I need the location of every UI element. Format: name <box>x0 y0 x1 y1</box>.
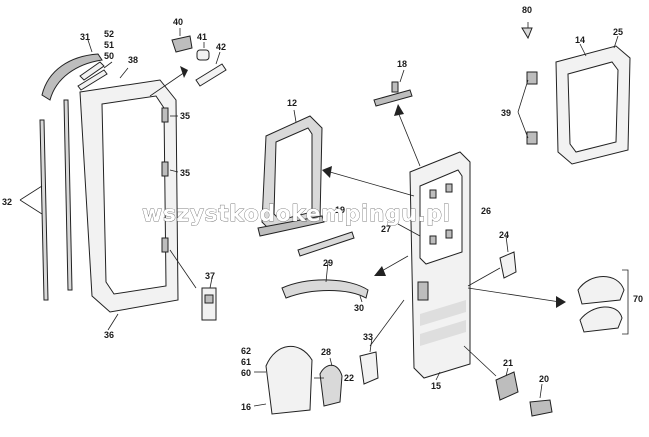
callout-39: 39 <box>501 108 511 118</box>
callout-36: 36 <box>104 330 114 340</box>
part-24-latch <box>499 251 517 279</box>
callout-40: 40 <box>173 17 183 27</box>
watermark-text: wszystkodokempingu.pl <box>142 202 451 227</box>
callout-29: 29 <box>323 258 333 268</box>
callout-35-upper: 35 <box>180 111 190 121</box>
callout-33: 33 <box>363 332 373 342</box>
callout-80: 80 <box>522 5 532 15</box>
callout-27: 27 <box>381 224 391 234</box>
part-19-rail <box>297 231 355 257</box>
part-37-lock-bracket <box>201 287 217 321</box>
callout-24: 24 <box>499 230 509 240</box>
part-40-clip <box>171 35 193 53</box>
callout-26: 26 <box>481 206 491 216</box>
callout-labels: 80 14 25 39 18 12 40 41 42 31 52 51 50 3… <box>2 5 643 412</box>
part-29-30-grab-handle <box>281 279 369 299</box>
callout-60: 60 <box>241 368 251 378</box>
leader-lines <box>87 22 629 407</box>
callout-15: 15 <box>431 381 441 391</box>
part-39-clips <box>526 71 538 145</box>
callout-20: 20 <box>539 374 549 384</box>
callout-61: 61 <box>241 357 251 367</box>
part-20-key <box>529 399 553 417</box>
callout-70: 70 <box>633 294 643 304</box>
callout-41: 41 <box>197 32 207 42</box>
part-15-door-panel <box>409 151 471 379</box>
part-21-lock-cylinder <box>495 371 519 401</box>
callout-21: 21 <box>503 358 513 368</box>
part-14-25-window <box>555 45 631 165</box>
callout-38: 38 <box>128 55 138 65</box>
callout-52: 52 <box>104 29 114 39</box>
part-32-seal-profiles <box>39 99 73 301</box>
callout-31: 31 <box>80 32 90 42</box>
callout-32: 32 <box>2 197 12 207</box>
callout-25: 25 <box>613 27 623 37</box>
callout-18: 18 <box>397 59 407 69</box>
callout-14: 14 <box>575 35 585 45</box>
callout-30: 30 <box>354 303 364 313</box>
part-16-bin <box>265 345 313 415</box>
part-18-hinge-bar <box>373 81 413 107</box>
callout-42: 42 <box>216 42 226 52</box>
callout-19: 19 <box>335 205 345 215</box>
callout-12: 12 <box>287 98 297 108</box>
part-80-knob <box>521 27 533 40</box>
arrow-connectors-left <box>19 66 197 289</box>
part-22-28-holder <box>319 364 343 407</box>
callout-22: 22 <box>344 373 354 383</box>
part-36-door-frame <box>79 79 179 313</box>
part-50-52-seal-strips <box>77 61 108 91</box>
part-70-outer-handles <box>577 276 625 333</box>
callout-62: 62 <box>241 346 251 356</box>
part-41-cap <box>196 49 210 61</box>
callout-28: 28 <box>321 347 331 357</box>
callout-35-lower: 35 <box>180 168 190 178</box>
part-33-cover <box>359 351 379 385</box>
callout-37: 37 <box>205 271 215 281</box>
part-31-drip-rail <box>41 53 103 101</box>
arrow-connectors-center <box>322 104 566 377</box>
callout-51: 51 <box>104 40 114 50</box>
callout-16: 16 <box>241 402 251 412</box>
part-35-hinges <box>161 107 169 253</box>
part-42-handle <box>195 63 227 87</box>
part-12-window-frame <box>257 115 325 237</box>
part-26-27-window-latches <box>429 183 453 245</box>
callout-50: 50 <box>104 51 114 61</box>
